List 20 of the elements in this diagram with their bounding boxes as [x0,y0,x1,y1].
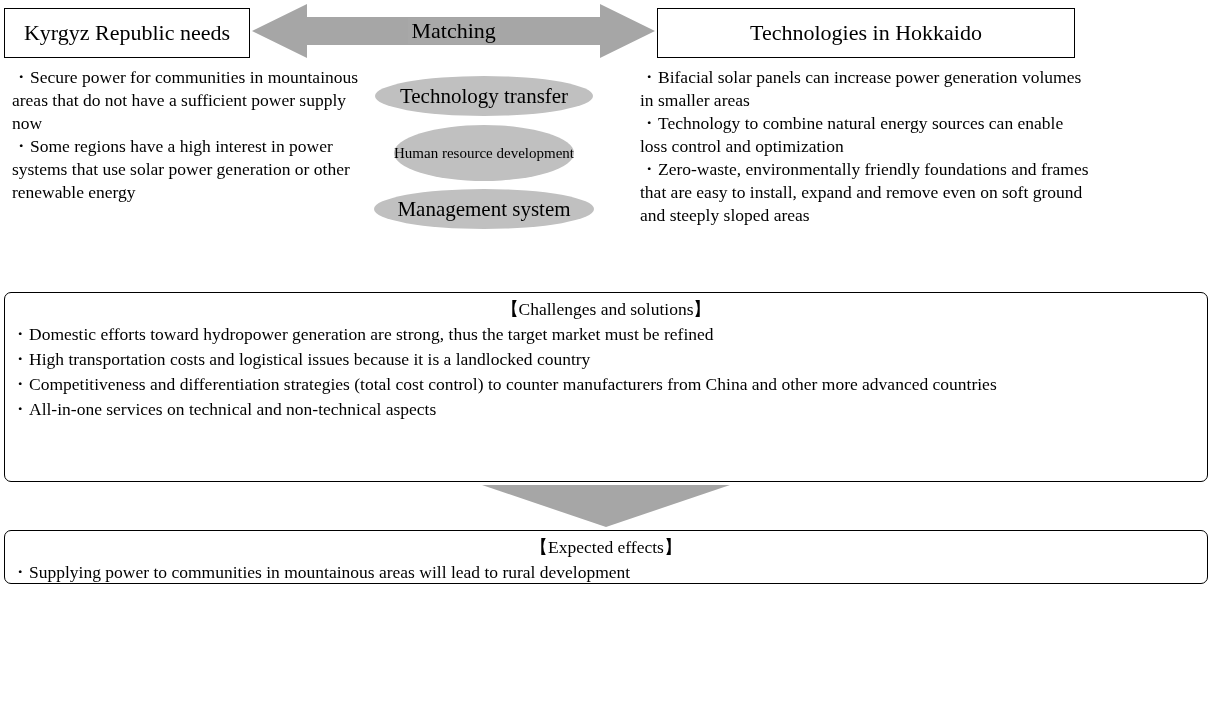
title-box: Kyrgyz Republic needs [4,8,250,58]
panel-heading: 【Expected effects】 [529,536,683,559]
block-arrow [482,485,730,527]
panel-heading: 【Challenges and solutions】 [499,298,713,321]
oval-label: Technology transfer [375,76,593,116]
oval-label: Human resource development [394,125,574,181]
bullet-item: ・Secure power for communities in mountainous areas that do not have a sufficient power supply now [12,66,360,135]
bullet-item: ・Domestic efforts toward hydropower generation are strong, thus the target market must be refined [11,323,715,346]
bullet-item: ・Technology to combine natural energy sources can enable loss control and optimization [640,112,1065,158]
bullet-item: ・Zero-waste, environmentally friendly foundations and frames that are easy to install, expand and remove even on soft ground and steeply sloped areas [640,158,1090,227]
bullet-item: ・Supplying power to communities in mountainous areas will lead to rural development [11,561,632,584]
text-panel [4,530,1208,584]
bullet-item: ・High transportation costs and logistical issues because it is a landlocked country [11,348,592,371]
bullet-item: ・Some regions have a high interest in power systems that use solar power generation or other renewable energy [12,135,351,204]
title-box: Technologies in Hokkaido [657,8,1075,58]
bullet-item: ・Competitiveness and differentiation strategies (total cost control) to counter manufacturers from China and other more advanced countries [11,373,998,396]
bullet-item: ・All-in-one services on technical and non-technical aspects [11,398,438,421]
text-panel [4,292,1208,482]
bullet-item: ・Bifacial solar panels can increase power generation volumes in smaller areas [640,66,1083,112]
oval-label: Management system [374,189,594,229]
